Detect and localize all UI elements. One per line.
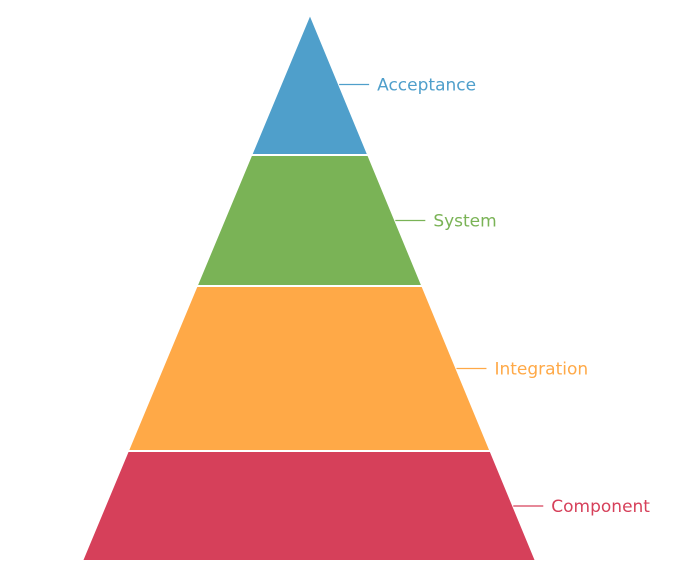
pyramid-segment-component[interactable] [80, 450, 538, 562]
segment-label: Acceptance [377, 76, 476, 96]
segment-label: Integration [494, 360, 588, 380]
segment-label: Component [551, 497, 650, 517]
pyramid-segment-integration[interactable] [126, 285, 493, 452]
pyramid-segment-system[interactable] [195, 154, 424, 287]
segment-label: System [433, 212, 496, 232]
